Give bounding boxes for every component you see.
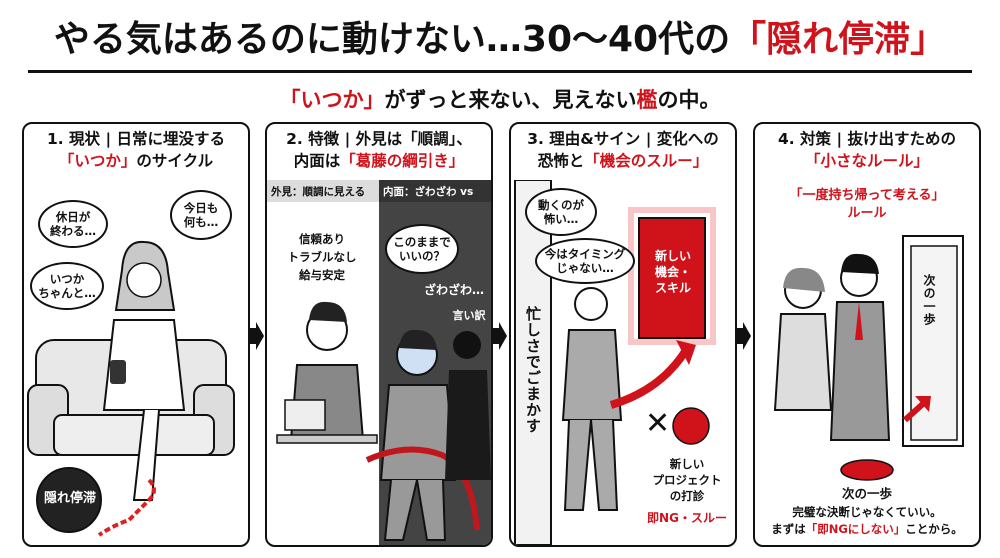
button-label: 次の一歩 xyxy=(841,486,892,501)
scene-split: 外見：順調に見える 内面：ざわざわ vs 信頼あり トラブルなし 給与安定 この… xyxy=(267,180,491,545)
panel-current-state: 1. 現状 | 日常に埋没する 「いつか」のサイクル 休日が 終わる… 今日も … xyxy=(22,122,250,547)
project-label: 新しい プロジェクト の打診 xyxy=(652,457,722,503)
thought-bubble: 休日が 終わる… xyxy=(38,200,108,248)
scene-door: 動くのが 怖い… 今はタイミング じゃない… 新しい 機会・ スキル 忙しさでご… xyxy=(511,180,735,545)
sofa-illustration xyxy=(27,240,235,537)
door-label: 新しい 機会・ スキル xyxy=(654,249,691,295)
footer-line2: まずは「即NGにしない」ことから。 xyxy=(771,522,963,536)
outer-status-list: 信頼あり トラブルなし 給与安定 xyxy=(287,232,357,282)
door-label: 次の一歩 xyxy=(922,274,936,326)
arrow-right-icon xyxy=(735,322,751,350)
thought-bubble: 今はタイミング じゃない… xyxy=(535,238,635,284)
panel-characteristics: 2. 特徴 | 外見は「順調」、 内面は「葛藤の綱引き」 外見：順調に見える 内… xyxy=(265,122,493,547)
footer-line1: 完璧な決断じゃなくていい。 xyxy=(792,505,942,519)
outer-tag: 外見：順調に見える xyxy=(267,180,379,202)
rule-title: 「一度持ち帰って考える」 xyxy=(789,188,945,203)
vertical-excuse: 忙しさでごまかす xyxy=(524,306,542,434)
thought-bubble: 今日も 何も… xyxy=(170,190,232,240)
door-illustration xyxy=(514,180,716,545)
thought-bubble: いつか ちゃんと… xyxy=(30,262,104,310)
reject-label: 即NG・スルー xyxy=(647,511,727,525)
scene-sofa: 休日が 終わる… 今日も 何も… いつか ちゃんと… 隠れ停滞 xyxy=(24,180,248,545)
next-step-illustration xyxy=(773,235,964,481)
arrow-right-icon xyxy=(248,322,264,350)
panel-heading: 2. 特徴 | 外見は「順調」、 内面は「葛藤の綱引き」 xyxy=(286,130,472,170)
noise-text: ざわざわ… xyxy=(423,283,484,297)
panel-heading: 3. 理由&サイン | 変化への 恐怖と「機会のスルー」 xyxy=(527,130,719,170)
tug-illustration xyxy=(276,301,491,541)
thought-bubble: このままで いいの？ xyxy=(385,224,459,274)
page-title: やる気はあるのに動けない…30〜40代の「隠れ停滞」 xyxy=(53,19,947,60)
arrow-right-icon xyxy=(491,322,507,350)
scene-next-step: 「一度持ち帰って考える」 ルール 次の一歩 次の一歩 完璧な決断じゃなくていい。… xyxy=(755,180,979,545)
shadow-label: 言い訳 xyxy=(452,309,486,322)
inner-tag: 内面：ざわざわ vs xyxy=(379,180,491,202)
panel-heading: 1. 現状 | 日常に埋没する 「いつか」のサイクル xyxy=(46,130,226,170)
ball-label: 隠れ停滞 xyxy=(43,491,96,506)
panel-reasons: 3. 理由&サイン | 変化への 恐怖と「機会のスルー」 動くのが 怖い… 今は… xyxy=(509,122,737,547)
title-divider xyxy=(28,70,972,73)
panel-countermeasure: 4. 対策 | 抜け出すための 「小さなルール」 「一度持ち帰って考える」 ルー… xyxy=(753,122,981,547)
subtitle: 「いつか」がずっと来ない、見えない檻の中。 xyxy=(279,88,721,112)
cross-icon: ✕ xyxy=(645,406,671,441)
thought-bubble: 動くのが 怖い… xyxy=(525,188,597,236)
rule-subtitle: ルール xyxy=(847,206,887,221)
panel-heading: 4. 対策 | 抜け出すための 「小さなルール」 xyxy=(777,130,957,170)
